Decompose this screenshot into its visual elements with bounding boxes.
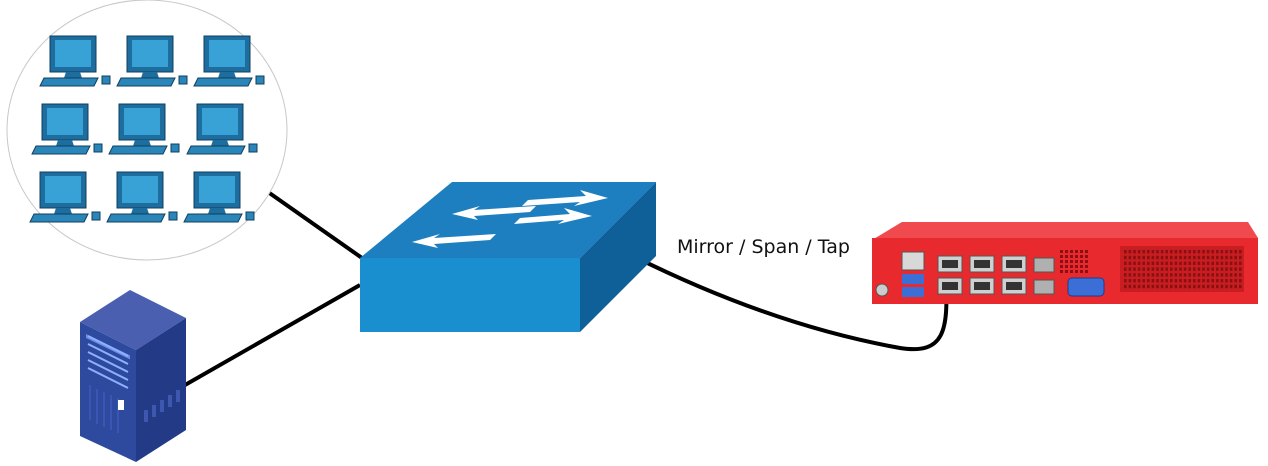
switch-icon <box>360 182 656 332</box>
edge-workstations-switch <box>266 190 364 260</box>
computer-icon <box>183 171 255 223</box>
edge-server-switch <box>184 283 361 387</box>
computer-cluster-icon <box>29 35 265 223</box>
computer-icon <box>116 35 188 87</box>
computer-icon <box>29 171 101 223</box>
computer-icon <box>39 35 111 87</box>
appliance-top <box>872 222 1258 240</box>
computer-icon <box>106 171 178 223</box>
switch-side <box>580 182 656 332</box>
appliance-vents <box>1060 250 1242 289</box>
workstation-group <box>6 0 288 261</box>
connections <box>184 190 949 387</box>
server-tower-icon <box>80 290 186 462</box>
mirror-span-tap-label: Mirror / Span / Tap <box>677 236 850 258</box>
edge-switch-appliance <box>624 250 949 352</box>
appliance-ports <box>875 251 1105 297</box>
computer-icon <box>31 103 103 155</box>
computer-icon <box>193 35 265 87</box>
computer-icon <box>186 103 258 155</box>
switch-front <box>360 258 580 332</box>
computer-icon <box>108 103 180 155</box>
switch-arrows <box>412 190 608 248</box>
rack-appliance-icon <box>872 222 1258 304</box>
